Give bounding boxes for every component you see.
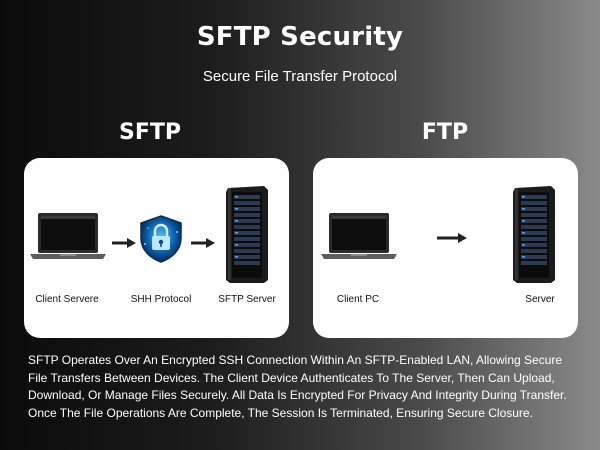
ftp-heading: FTP <box>421 120 469 145</box>
sftp-heading: SFTP <box>118 120 181 145</box>
description-text: SFTP Operates Over An Encrypted SSH Conn… <box>28 353 567 420</box>
page-subtitle: Secure File Transfer Protocol <box>202 68 398 85</box>
page-title: SFTP Security <box>196 22 404 52</box>
server-rack-icon <box>226 186 268 283</box>
sftp-panel: Client Servere SHH Protocol <box>24 158 289 338</box>
shield-lock-icon <box>140 215 182 263</box>
sftp-protocol-label: SHH Protocol <box>130 294 192 305</box>
ftp-panel: Client PC Server <box>313 158 578 338</box>
sftp-server-label: SFTP Server <box>218 294 276 305</box>
sftp-client-label: Client Servere <box>35 294 99 305</box>
ftp-server-label: Server <box>525 294 555 305</box>
server-rack-icon <box>513 186 555 283</box>
laptop-icon <box>30 213 106 259</box>
arrow-right-icon <box>437 233 467 243</box>
ftp-client-label: Client PC <box>336 294 380 305</box>
arrow-right-icon <box>191 238 215 248</box>
laptop-icon <box>321 213 397 259</box>
arrow-right-icon <box>112 238 136 248</box>
